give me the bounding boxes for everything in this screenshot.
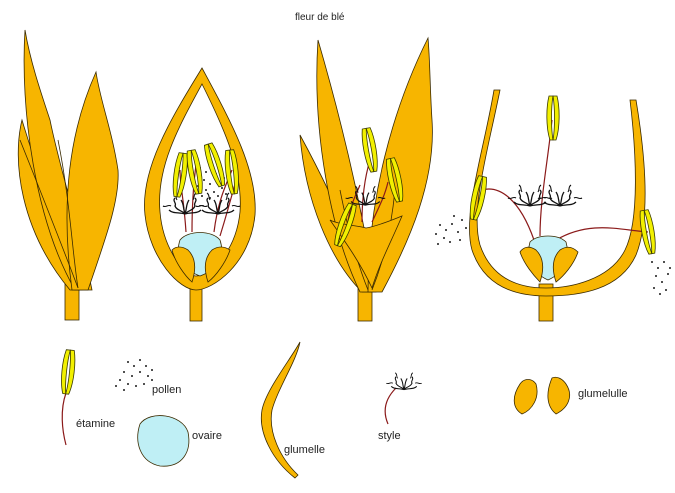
legend-style-drawing [385,373,421,424]
legend-glumelulle-drawing [514,377,569,414]
legend-etamine-drawing [60,349,77,445]
label-glumelulle: glumelulle [578,388,628,400]
flower-section-open [435,90,671,321]
legend-glumelle-drawing [261,342,300,478]
legend-pollen-drawing [115,359,153,391]
legend-ovaire-drawing [138,416,189,467]
flower-section-closed [144,68,255,321]
label-ovaire: ovaire [192,430,222,442]
label-style: style [378,430,401,442]
label-pollen: pollen [152,384,181,396]
label-glumelle: glumelle [284,444,325,456]
label-etamine: étamine [76,418,115,430]
flower-opening [300,38,432,321]
closed-flower [18,30,118,320]
